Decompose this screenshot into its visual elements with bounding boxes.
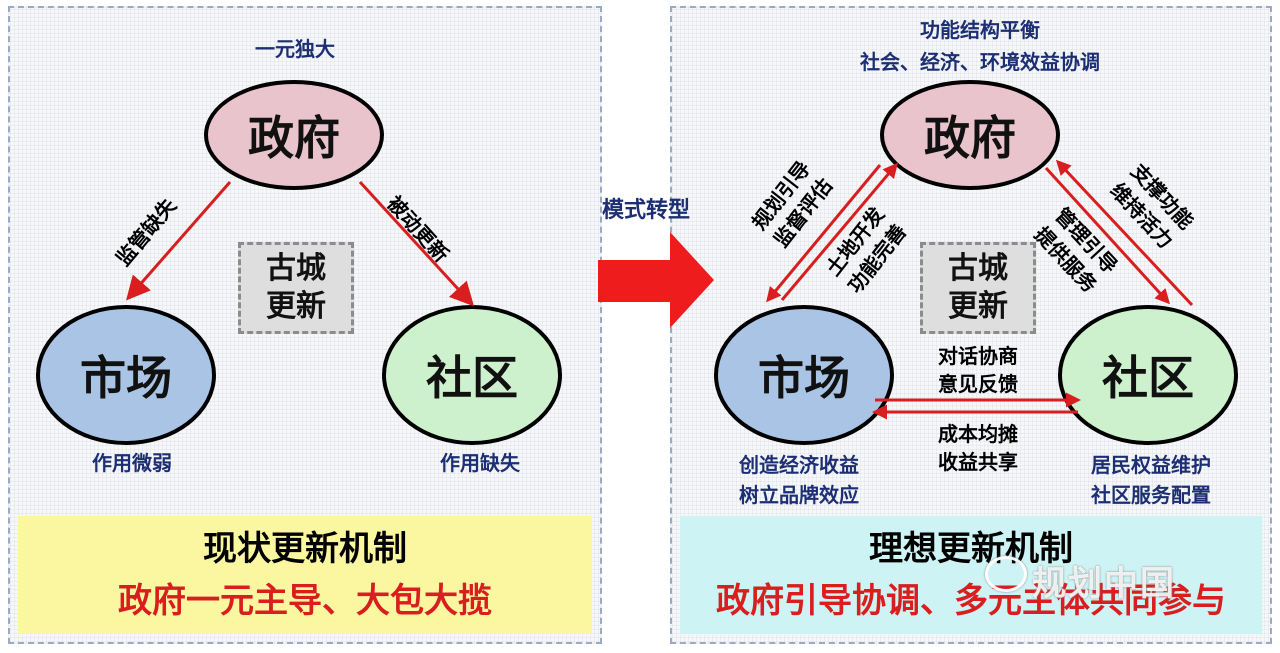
right-label-mc-bottom-line1: 成本均摊 xyxy=(938,422,1018,446)
left-gov-node: 政府 xyxy=(204,80,384,190)
left-community-node: 社区 xyxy=(382,305,562,445)
arrow-gov-to-market-right xyxy=(766,164,882,303)
right-center-box: 古城 更新 xyxy=(920,242,1036,334)
left-bottom-wrap: 现状更新机制 政府一元主导、大包大揽 xyxy=(8,6,602,644)
right-community-note-line2: 社区服务配置 xyxy=(1091,483,1211,507)
left-title-bar: 现状更新机制 政府一元主导、大包大揽 xyxy=(18,516,592,634)
right-title-bar: 理想更新机制 政府引导协调、多元主体共同参与 xyxy=(680,516,1262,634)
right-market-node: 市场 xyxy=(714,305,894,445)
right-subtitle: 政府引导协调、多元主体共同参与 xyxy=(716,581,1226,621)
right-gov-label: 政府 xyxy=(924,111,1016,165)
right-label-mc-bottom-line2: 收益共享 xyxy=(938,450,1018,474)
left-community-note: 作用缺失 xyxy=(440,451,520,475)
right-top-note: 功能结构平衡 社会、经济、环境效益协调 xyxy=(830,14,1130,78)
left-gov-label: 政府 xyxy=(248,111,340,165)
right-market-note: 创造经济收益 树立品牌效应 xyxy=(714,450,884,510)
right-community-note-line1: 居民权益维护 xyxy=(1091,453,1211,477)
right-gov-node: 政府 xyxy=(880,80,1060,190)
right-label-mc-top-line1: 对话协商 xyxy=(938,344,1018,368)
right-market-note-line2: 树立品牌效应 xyxy=(739,483,859,507)
right-community-note: 居民权益维护 社区服务配置 xyxy=(1066,450,1236,510)
left-center-box: 古城 更新 xyxy=(238,242,354,334)
left-center-line2: 更新 xyxy=(266,289,326,324)
right-community-label: 社区 xyxy=(1102,351,1194,405)
right-center-line2: 更新 xyxy=(948,289,1008,324)
arrow-gov-to-community-right xyxy=(1044,166,1171,305)
right-top-note-line2: 社会、经济、环境效益协调 xyxy=(860,50,1100,74)
wechat-icon xyxy=(985,556,1027,592)
arrow-market-to-gov-right xyxy=(780,162,898,301)
left-center-line1: 古城 xyxy=(266,251,326,286)
arrow-community-to-gov xyxy=(1055,159,1194,307)
left-subtitle: 政府一元主导、大包大揽 xyxy=(118,581,492,621)
left-title: 现状更新机制 xyxy=(203,529,407,569)
transition-arrow xyxy=(598,232,714,328)
right-market-label: 市场 xyxy=(758,351,850,405)
left-market-node: 市场 xyxy=(36,305,216,445)
right-top-note-line1: 功能结构平衡 xyxy=(920,18,1040,42)
right-market-note-line1: 创造经济收益 xyxy=(739,453,859,477)
arrow-gov-to-community xyxy=(358,180,475,307)
right-label-market-community-top: 对话协商 意见反馈 xyxy=(925,342,1031,398)
right-label-market-community-bottom: 成本均摊 收益共享 xyxy=(925,420,1031,476)
right-bottom-wrap: 理想更新机制 政府引导协调、多元主体共同参与 xyxy=(670,6,1272,644)
left-market-label: 市场 xyxy=(80,351,172,405)
right-center-line1: 古城 xyxy=(948,251,1008,286)
transition-label: 模式转型 xyxy=(602,198,691,223)
arrow-gov-to-market xyxy=(126,181,232,301)
right-label-mc-top-line2: 意见反馈 xyxy=(938,372,1018,396)
left-community-label: 社区 xyxy=(426,351,518,405)
left-market-note: 作用微弱 xyxy=(92,451,172,475)
right-community-node: 社区 xyxy=(1058,305,1238,445)
right-title: 理想更新机制 xyxy=(869,529,1073,569)
left-top-note: 一元独大 xyxy=(255,37,335,61)
watermark: 规划中国 xyxy=(1032,564,1176,604)
